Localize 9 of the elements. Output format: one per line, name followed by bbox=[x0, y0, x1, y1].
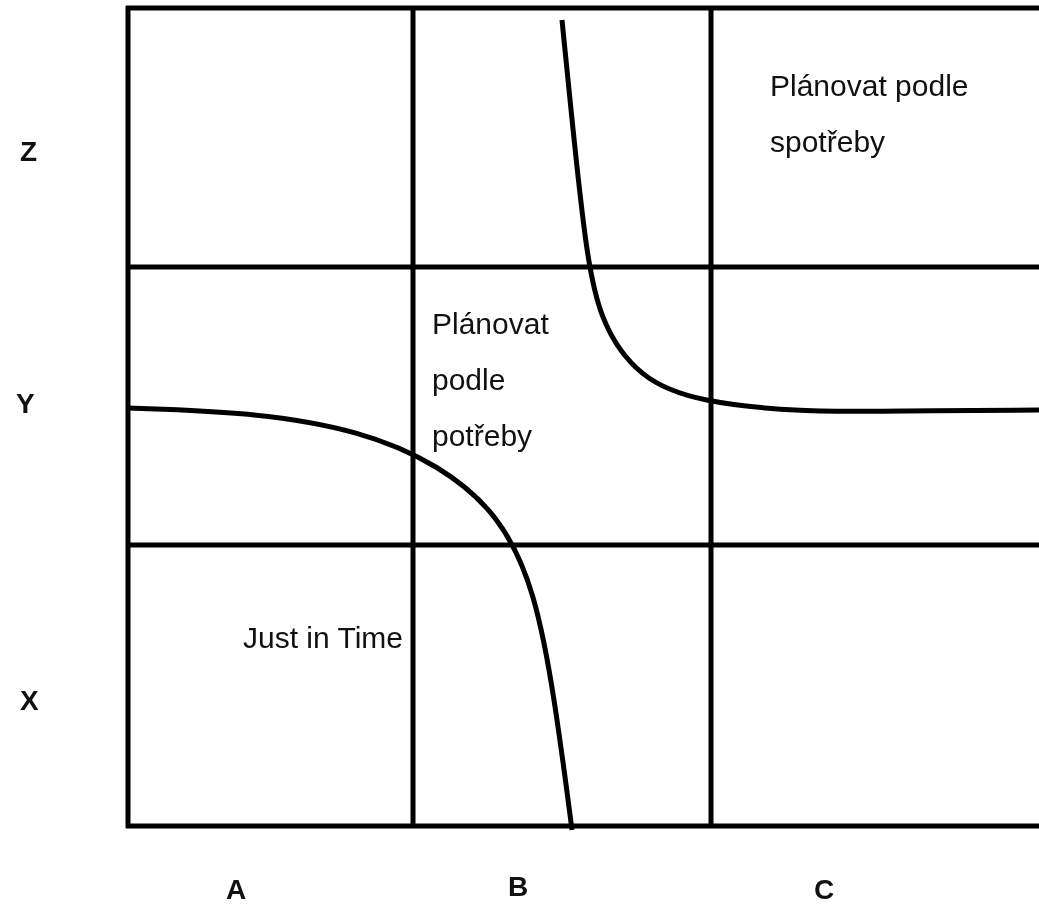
axis-label: C bbox=[814, 873, 835, 907]
region-label: Plánovat podle spotřeby bbox=[770, 68, 970, 160]
region-label: Just in Time bbox=[243, 620, 405, 656]
axis-label: A bbox=[226, 873, 247, 907]
region-label: Plánovat podle potřeby bbox=[432, 306, 550, 454]
axis-label: Z bbox=[20, 135, 38, 169]
axis-label: X bbox=[20, 684, 39, 718]
axis-label: B bbox=[508, 870, 529, 904]
axis-label: Y bbox=[16, 387, 35, 421]
